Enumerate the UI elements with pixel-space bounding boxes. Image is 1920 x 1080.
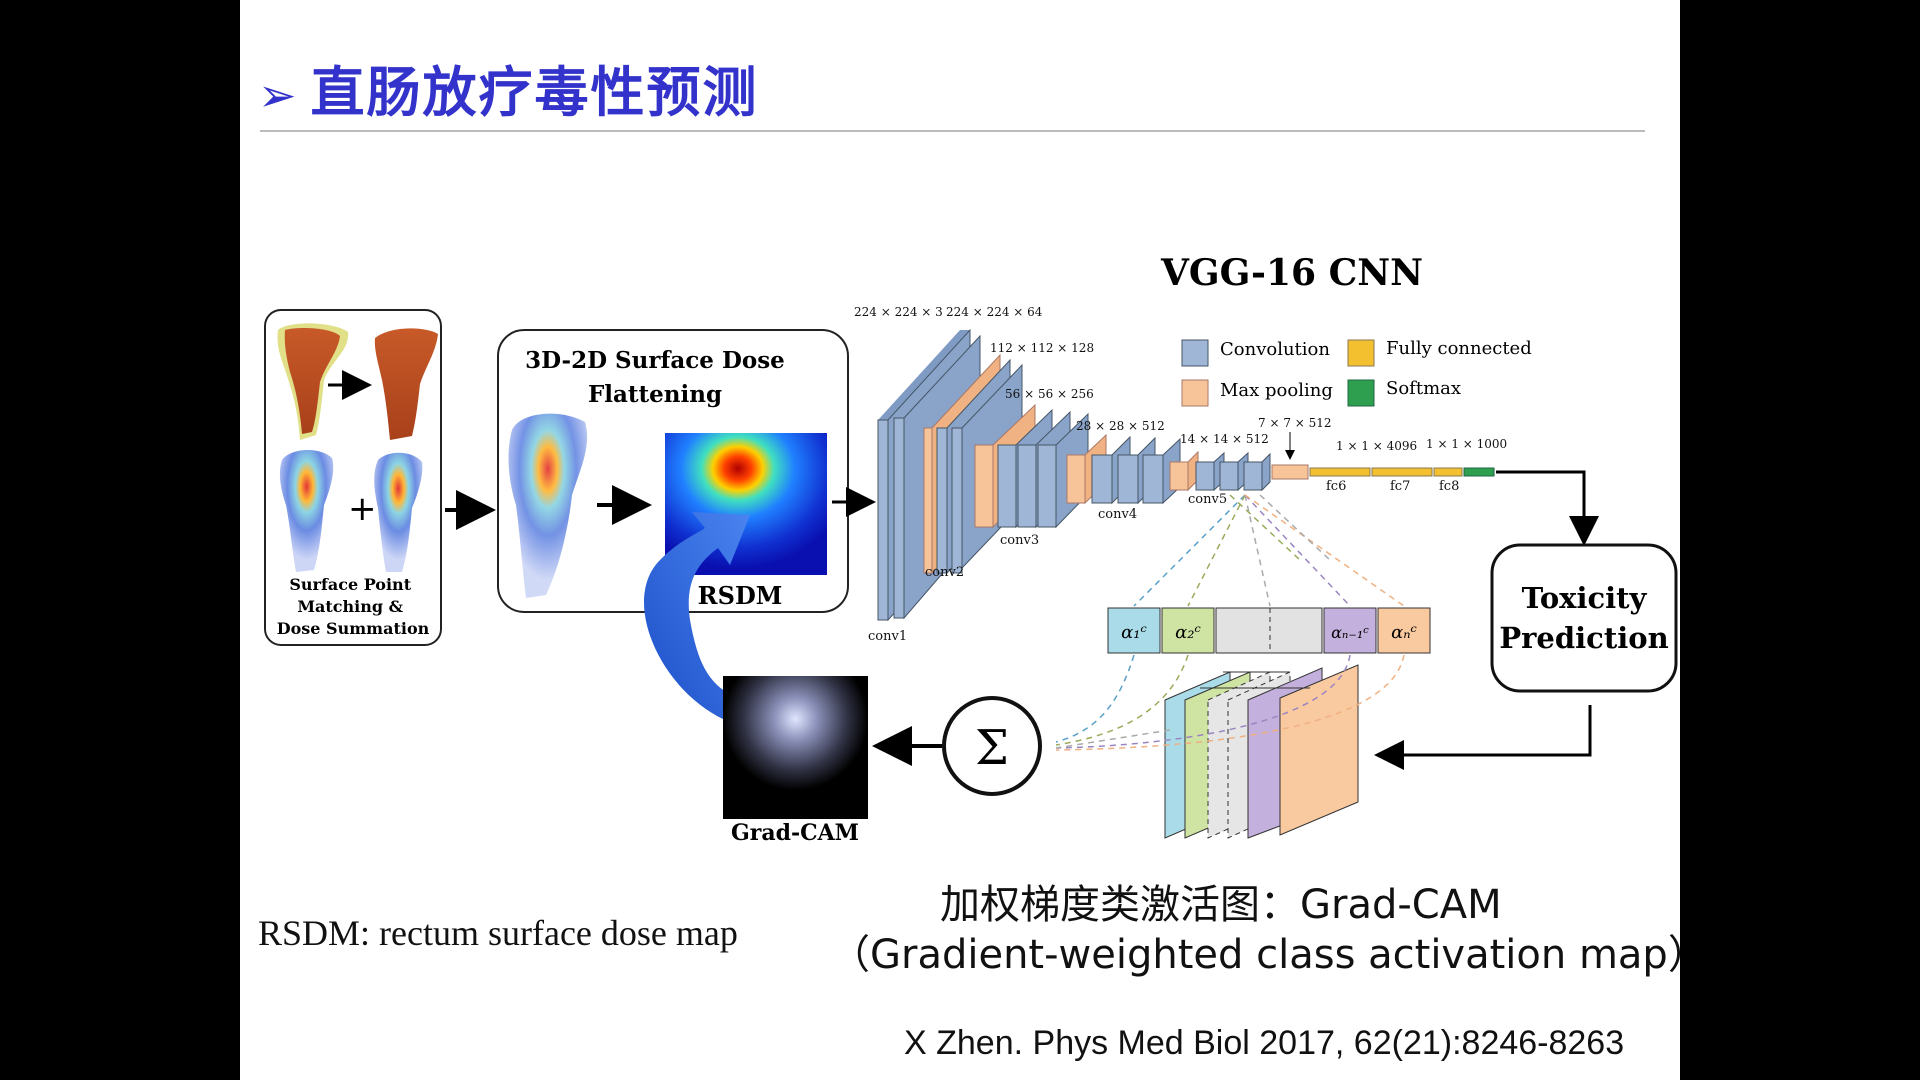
arrow-from-toxicity-icon — [1374, 705, 1592, 770]
arrow-to-toxicity-icon — [1496, 470, 1599, 546]
layer-conv2: conv2 — [925, 565, 964, 580]
caption-chinese: 加权梯度类激活图：Grad-CAM — [940, 882, 1502, 928]
caption-english: （Gradient-weighted class activation map） — [830, 932, 1680, 978]
legend-pool-label: Max pooling — [1220, 380, 1333, 401]
alpha-2: α₂ᶜ — [1175, 622, 1201, 643]
legend: Convolution Max pooling Fully connected … — [1181, 338, 1532, 407]
sigma-icon: Σ — [975, 720, 1009, 776]
title-divider — [260, 130, 1645, 132]
dose-map-left-icon — [279, 449, 334, 572]
weight-to-sum-lines — [1055, 654, 1405, 751]
conv2-block — [923, 427, 933, 574]
layer-conv3: conv3 — [1000, 533, 1039, 548]
alpha-n: αₙᶜ — [1391, 622, 1417, 643]
dim-label-4: 56 × 56 × 256 — [1005, 387, 1094, 401]
panel1-label: Surface Point Matching & Dose Summation — [277, 575, 430, 638]
bullet-arrow-icon: ➢ — [258, 68, 299, 122]
network-title: VGG-16 CNN — [1160, 252, 1423, 294]
pool5-block — [1271, 464, 1309, 480]
gradcam-image — [723, 676, 868, 819]
flattening-title-line2: Flattening — [588, 381, 722, 408]
fc6-block — [1309, 467, 1371, 477]
dim-label-6: 14 × 14 × 512 — [1180, 432, 1269, 446]
alpha-n-minus-1: αₙ₋₁ᶜ — [1331, 623, 1369, 642]
dose-map-right-icon — [374, 452, 423, 572]
fc7-block — [1371, 467, 1433, 477]
dim-label-9: 1 × 1 × 1000 — [1426, 437, 1507, 451]
alpha-weights-vector: α₁ᶜ α₂ᶜ αₙ₋₁ᶜ αₙᶜ — [1107, 607, 1431, 654]
rsdm-label: RSDM — [698, 581, 783, 610]
sum-node — [942, 696, 1042, 796]
slide-title: ➢直肠放疗毒性预测 — [258, 48, 759, 127]
alpha-1: α₁ᶜ — [1121, 622, 1147, 643]
legend-pool-swatch — [1181, 379, 1209, 407]
layer-fc7: fc7 — [1390, 479, 1410, 494]
feature-maps-stack — [1164, 664, 1359, 839]
legend-softmax-label: Softmax — [1386, 378, 1461, 399]
gradcam-label: Grad-CAM — [731, 820, 859, 846]
softmax-block — [1463, 467, 1495, 477]
dim-label-7: 7 × 7 × 512 — [1258, 416, 1332, 430]
dim-label-1: 224 × 224 × 3 — [854, 305, 943, 319]
vgg-gradcam-diagram: + Surface Point Matching & Dose Summatio… — [264, 252, 1678, 846]
toxicity-line1: Toxicity — [1522, 581, 1648, 615]
rectum-before-icon — [277, 323, 349, 440]
legend-conv-label: Convolution — [1220, 339, 1330, 360]
layer-conv1: conv1 — [868, 629, 907, 644]
legend-fc-label: Fully connected — [1386, 338, 1532, 359]
conv1-block — [878, 330, 970, 420]
conv-stack — [877, 328, 1495, 622]
rectum-after-icon — [374, 328, 438, 440]
curved-feedback-arrow-icon — [644, 512, 750, 720]
dim-label-2: 224 × 224 × 64 — [946, 305, 1043, 319]
conv5-block — [1169, 461, 1189, 491]
conv4-block — [1066, 454, 1086, 504]
3d-dose-surface-icon — [508, 413, 588, 598]
legend-fc-swatch — [1347, 339, 1375, 367]
dim-label-8: 1 × 1 × 4096 — [1336, 439, 1417, 453]
legend-conv-swatch — [1181, 339, 1209, 367]
slide: ➢直肠放疗毒性预测 — [240, 0, 1680, 1080]
rsdm-definition: RSDM: rectum surface dose map — [258, 913, 738, 953]
layer-fc6: fc6 — [1326, 479, 1346, 494]
slide-title-text: 直肠放疗毒性预测 — [310, 61, 759, 124]
legend-softmax-swatch — [1347, 379, 1375, 407]
plus-icon: + — [348, 489, 377, 529]
layer-conv4: conv4 — [1098, 507, 1137, 522]
dim-label-3: 112 × 112 × 128 — [990, 341, 1094, 355]
fc8-block — [1433, 467, 1463, 477]
layer-conv5: conv5 — [1188, 492, 1227, 507]
layer-fc8: fc8 — [1439, 479, 1459, 494]
citation: X Zhen. Phys Med Biol 2017, 62(21):8246-… — [904, 1024, 1625, 1062]
toxicity-line2: Prediction — [1499, 621, 1668, 655]
toxicity-box — [1490, 543, 1678, 693]
flattening-title-line1: 3D-2D Surface Dose — [525, 347, 785, 374]
dim-label-5: 28 × 28 × 512 — [1076, 419, 1165, 433]
conv3-block — [974, 444, 994, 528]
gradient-dashed-lines — [1133, 494, 1405, 607]
